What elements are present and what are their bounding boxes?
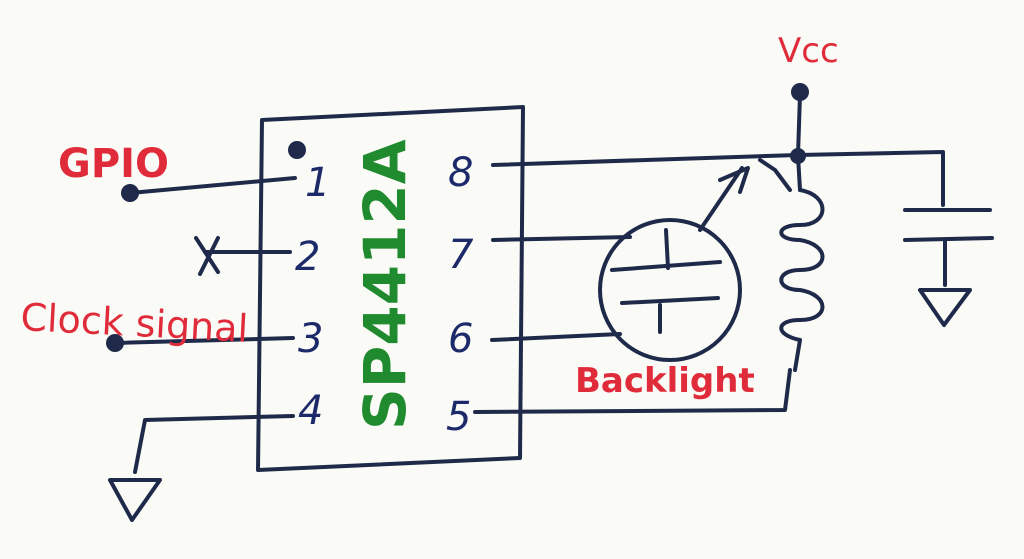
backlight-lamp: [598, 218, 742, 362]
wire-pin7: [491, 235, 632, 242]
chip-name: SP4412A: [351, 139, 419, 430]
nc-cross-mark: [194, 236, 220, 276]
vcc-terminal: [791, 83, 809, 101]
pin-number-3: 3: [298, 316, 323, 362]
label-vcc: Vcc: [778, 31, 839, 71]
lamp-tie-wire: [698, 166, 744, 232]
label-gpio: GPIO: [58, 141, 169, 187]
clock-terminal: [106, 334, 124, 352]
pin-number-7: 7: [448, 232, 474, 278]
wire-clock: [113, 336, 295, 345]
pin-number-1: 1: [305, 160, 330, 206]
lamp-arrow: [718, 166, 750, 194]
wire-pin6: [490, 332, 622, 342]
pin-number-2: 2: [295, 234, 320, 280]
ground-symbol-left: [108, 478, 162, 522]
label-backlight: Backlight: [575, 361, 755, 401]
wire-coil-top: [796, 154, 802, 192]
gpio-terminal: [121, 184, 139, 202]
pin-number-8: 8: [448, 150, 473, 196]
lamp-stem-top: [664, 228, 670, 270]
ground-symbol-right: [918, 288, 972, 327]
wire-vcc-tap: [796, 93, 802, 157]
wire-pin4-ground: [133, 414, 295, 474]
inductor-coil: [779, 188, 825, 372]
label-clock-signal: Clock signal: [20, 295, 250, 351]
wire-pin5: [473, 368, 792, 414]
pin-number-6: 6: [448, 316, 473, 362]
capacitor-plate-bottom: [903, 236, 994, 242]
wire-gpio: [128, 176, 297, 195]
wire-pin8-vcc: [491, 150, 945, 207]
pin1-indicator-dot: [288, 141, 306, 159]
ic-body: [256, 105, 525, 472]
lamp-element-bottom: [620, 296, 720, 305]
pin-number-5: 5: [446, 394, 471, 440]
pin-number-4: 4: [298, 388, 323, 434]
wire-coil-return: [758, 158, 792, 192]
